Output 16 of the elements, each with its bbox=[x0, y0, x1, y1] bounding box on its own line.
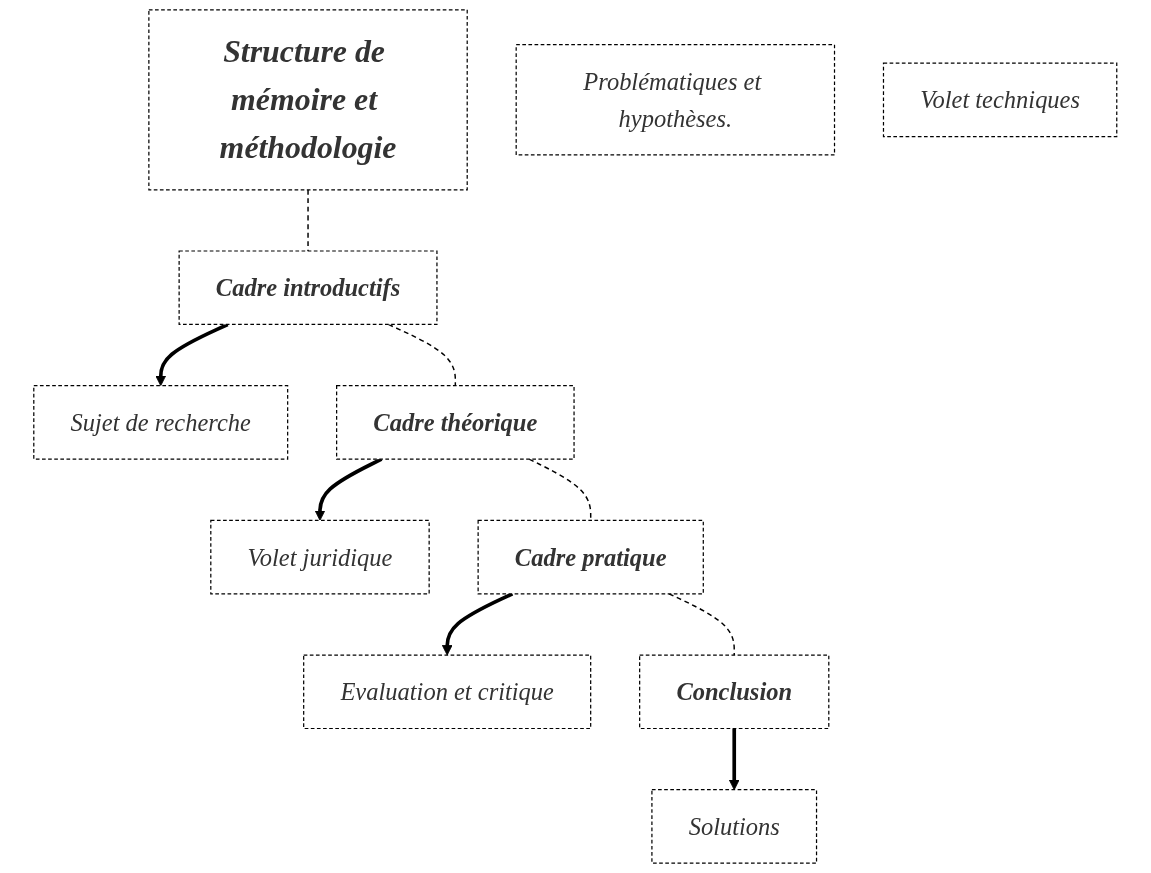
connector bbox=[668, 593, 736, 656]
connector bbox=[387, 323, 457, 387]
node-box: Structure de mémoire et méthodologie bbox=[148, 9, 469, 191]
node-box: Cadre pratique bbox=[477, 519, 705, 595]
node-box: Cadre théorique bbox=[336, 385, 575, 460]
node-box: Volet techniques bbox=[883, 62, 1118, 138]
node-box: Problématiques et hypothèses. bbox=[515, 44, 836, 156]
connector bbox=[307, 189, 309, 252]
node-box: Cadre introductifs bbox=[178, 250, 438, 326]
node-box: Conclusion bbox=[639, 654, 830, 730]
node-box: Sujet de recherche bbox=[33, 385, 289, 460]
arrow bbox=[729, 728, 740, 791]
node-box: Solutions bbox=[651, 789, 818, 864]
arrow bbox=[442, 592, 514, 656]
node-box: Evaluation et critique bbox=[303, 654, 592, 730]
node-box: Volet juridique bbox=[210, 519, 430, 595]
